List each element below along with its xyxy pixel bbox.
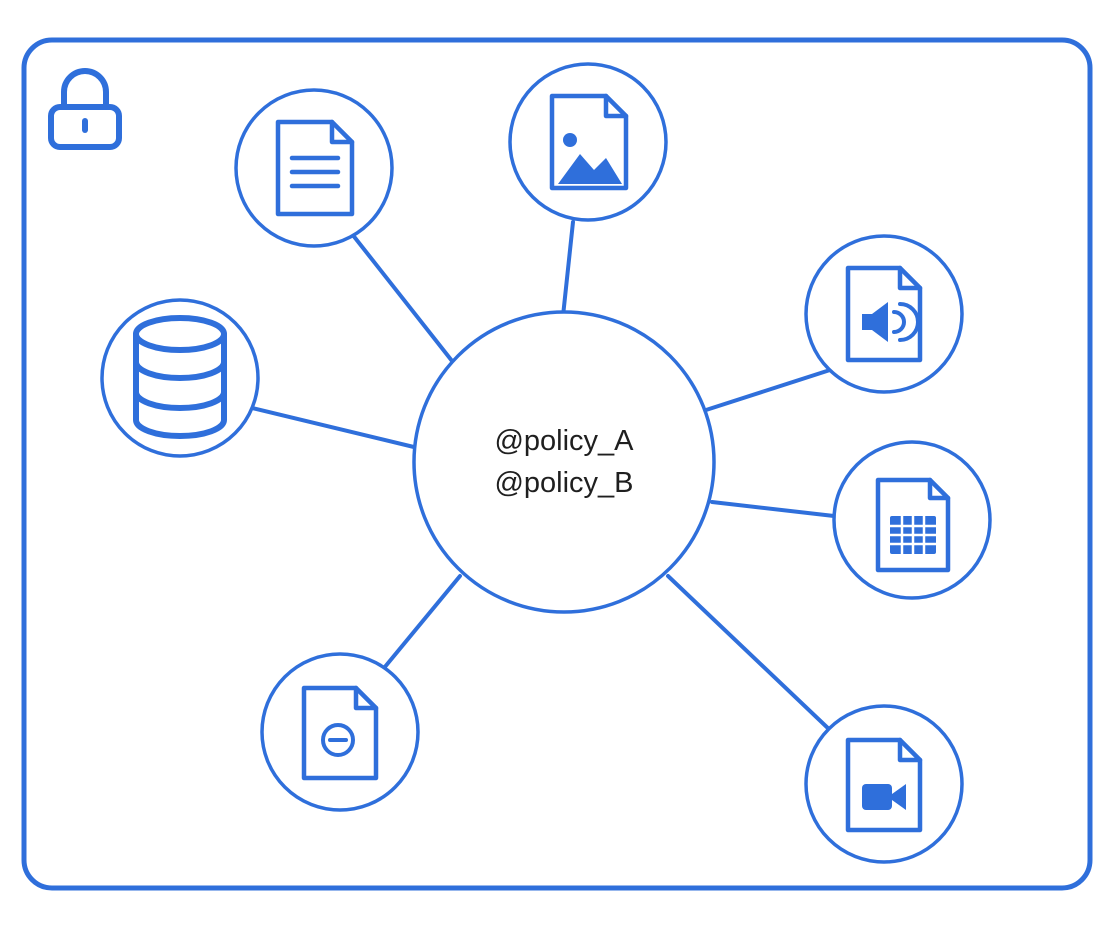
edge-document (350, 232, 458, 368)
edge-spreadsheet (710, 500, 836, 518)
node-audio (804, 234, 964, 394)
edge-audio (704, 368, 832, 412)
edge-image (561, 220, 575, 318)
document-text-icon (275, 119, 355, 217)
edge-video (666, 574, 834, 734)
blocked-file-icon (301, 685, 379, 781)
policy-a-label: @policy_A (494, 425, 634, 457)
node-spreadsheet (832, 440, 992, 600)
database-icon (133, 315, 227, 439)
node-restricted (260, 652, 420, 812)
image-file-icon (549, 93, 629, 191)
edges (250, 220, 836, 734)
edge-database (250, 406, 420, 450)
node-image (508, 62, 668, 222)
hub-label: @policy_A @policy_B (414, 420, 714, 504)
node-document (234, 88, 394, 248)
policy-b-label: @policy_B (494, 467, 634, 499)
node-video (804, 704, 964, 864)
spreadsheet-file-icon (875, 477, 951, 573)
lock-icon (48, 68, 122, 150)
edge-restricted (382, 574, 462, 670)
audio-file-icon (845, 265, 923, 363)
video-file-icon (845, 737, 923, 833)
policy-hub (412, 310, 716, 614)
node-database (100, 298, 260, 458)
